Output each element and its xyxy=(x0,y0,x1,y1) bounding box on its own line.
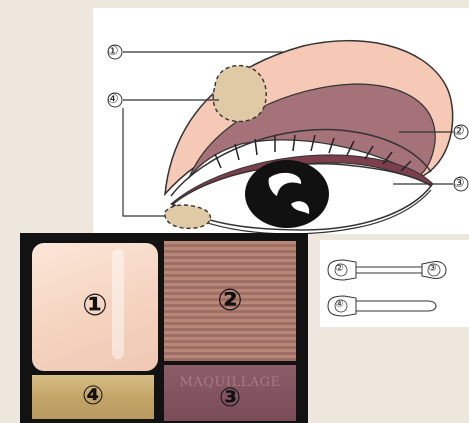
pan-4: ④ xyxy=(32,375,154,419)
applicator-diagram xyxy=(320,240,469,327)
eyeshadow-palette: ① ② ④ MAQUILLAGE ③ xyxy=(20,233,308,423)
pan-1-number: ① xyxy=(32,288,158,323)
shade4-highlight-upper xyxy=(213,66,266,122)
pan-4-number: ④ xyxy=(32,381,154,411)
eye-diagram-panel: ① ④ ② ③ xyxy=(93,8,469,234)
pan-2-number: ② xyxy=(164,283,296,318)
pan-3: MAQUILLAGE ③ xyxy=(164,365,296,421)
eye-diagram xyxy=(93,8,469,234)
callout-shade2-label: ② xyxy=(453,125,465,138)
callout-shade3-label: ③ xyxy=(453,177,465,190)
callout-shade1-label: ① xyxy=(107,45,119,58)
pan-2: ② xyxy=(164,241,296,361)
applicator-label-3: ③ xyxy=(428,264,437,274)
pan-1: ① xyxy=(32,243,158,371)
applicator-label-4: ④ xyxy=(335,300,344,310)
iris xyxy=(245,160,329,228)
applicator-label-2: ② xyxy=(335,264,344,274)
callout-shade4-label: ④ xyxy=(107,93,119,106)
pan-3-number: ③ xyxy=(164,383,296,413)
applicator-panel: ② ③ ④ xyxy=(320,240,469,327)
